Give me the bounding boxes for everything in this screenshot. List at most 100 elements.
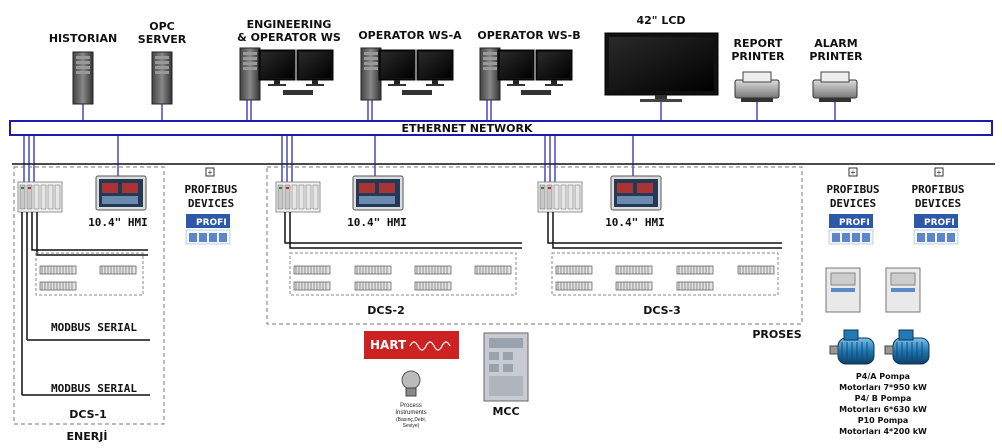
motor-icon: [829, 329, 875, 365]
dcs-2-label: DCS-2: [367, 304, 405, 317]
dcs-1-controller-icon: [17, 181, 63, 213]
lcd-label: 42" LCD: [636, 14, 685, 27]
dcs-3-hmi-icon: [610, 175, 662, 211]
io-module-icon: [293, 265, 331, 275]
proses-boundary: [266, 166, 803, 325]
hart-instruments: HART Process Instruments (Basınç,Debi, S…: [364, 331, 459, 429]
device-network-links: [82, 100, 836, 121]
report-printer-icon: [734, 71, 780, 103]
svg-text:+: +: [937, 168, 942, 177]
profibus-label-line2: DEVICES: [830, 197, 876, 210]
report-printer-label-line1: REPORT: [734, 37, 783, 50]
profibus-label-line2: DEVICES: [915, 197, 961, 210]
alarm-printer-label-line1: ALARM: [814, 37, 857, 50]
eng-ws-label-line1: ENGINEERING: [247, 18, 332, 31]
report-printer: REPORT PRINTER: [731, 37, 785, 103]
keyboard-icon: [402, 90, 432, 95]
eng-ws-tower-icon: [239, 47, 261, 101]
mcc-panel: MCC: [483, 332, 529, 418]
opc-server: OPC SERVER: [138, 20, 187, 105]
proses-zone-label: PROSES: [752, 328, 801, 341]
enerji-zone-label: ENERJİ: [67, 429, 108, 443]
operator-ws-b: OPERATOR WS-B: [477, 29, 581, 101]
ethernet-bus: [9, 120, 993, 136]
profibus-devices-right-2: + PROFIBUS DEVICES PROFI: [912, 167, 965, 245]
opc-label-line2: SERVER: [138, 33, 187, 46]
hart-caption-line1: Process: [400, 403, 422, 409]
pump-line-1: P4/A Pompa: [856, 372, 910, 381]
pump-line-3: P4/ B Pompa: [855, 394, 912, 403]
profibus-label-line1: PROFIBUS: [185, 183, 238, 196]
op-ws-a-monitor-icon: [378, 49, 416, 87]
pump-line-2: Motorları 7*950 kW: [839, 383, 927, 392]
hart-caption-line3: (Basınç,Debi,: [396, 417, 426, 423]
io-module-icon: [615, 265, 653, 275]
dcs-2-zone: 10.4" HMI DCS-2: [275, 175, 522, 317]
modbus-serial-label: MODBUS SERIAL: [51, 321, 137, 334]
svg-text:+: +: [208, 168, 213, 177]
report-printer-label-line2: PRINTER: [731, 50, 785, 63]
modbus-serial-label: MODBUS SERIAL: [51, 382, 137, 395]
op-ws-a-tower-icon: [360, 47, 382, 101]
dcs-1-zone: 10.4" HMI MODBUS SERIAL MODBUS SERIAL DC…: [13, 166, 165, 425]
profibus-devices-left: + PROFIBUS DEVICES PROFI: [185, 167, 238, 245]
hart-caption-line4: Seviye): [403, 423, 420, 429]
pump-motors: P4/A Pompa Motorları 7*950 kW P4/ B Pomp…: [825, 267, 930, 436]
vfd-drive-icon: [885, 267, 921, 313]
proses-zone: PROSES: [266, 166, 803, 341]
alarm-printer-icon: [812, 71, 858, 103]
keyboard-icon: [283, 90, 313, 95]
profi-logo-text: PROFI: [924, 218, 955, 228]
eng-ws-monitor-icon: [296, 49, 334, 87]
alarm-printer: ALARM PRINTER: [809, 37, 863, 103]
lcd-display: 42" LCD: [604, 14, 719, 102]
io-module-icon: [676, 281, 714, 291]
motor-icon: [884, 329, 930, 365]
op-ws-b-monitor-icon: [535, 49, 573, 87]
io-module-icon: [615, 281, 653, 291]
eng-ws-label-line2: & OPERATOR WS: [237, 31, 341, 44]
io-module-icon: [414, 265, 452, 275]
io-module-icon: [676, 265, 714, 275]
hart-caption-line2: Instruments: [395, 410, 426, 416]
historian-tower-icon: [72, 51, 94, 105]
dcs-1-label: DCS-1: [69, 408, 107, 421]
dcs-network-links: [23, 135, 634, 182]
dcs-2-hmi-icon: [352, 175, 404, 211]
historian-server: HISTORIAN: [49, 32, 117, 105]
hart-logo-text: HART: [370, 338, 407, 352]
eng-ws-monitor-icon: [258, 49, 296, 87]
io-module-icon: [354, 265, 392, 275]
io-module-icon: [293, 281, 331, 291]
op-ws-b-monitor-icon: [497, 49, 535, 87]
io-module-icon: [555, 281, 593, 291]
dcs-3-hmi-label: 10.4" HMI: [605, 216, 665, 229]
io-module-icon: [474, 265, 512, 275]
ethernet-label: ETHERNET NETWORK: [402, 122, 533, 135]
op-ws-b-tower-icon: [479, 47, 501, 101]
vfd-drive-icon: [825, 267, 861, 313]
operator-ws-a: OPERATOR WS-A: [358, 29, 462, 101]
io-module-icon: [354, 281, 392, 291]
svg-text:+: +: [851, 168, 856, 177]
dcs-3-label: DCS-3: [643, 304, 681, 317]
profibus-devices-right-1: + PROFIBUS DEVICES PROFI: [827, 167, 879, 245]
pump-line-6: Motorları 4*200 kW: [839, 427, 927, 436]
ethernet-network: ETHERNET NETWORK: [9, 120, 993, 136]
engineering-workstation: ENGINEERING & OPERATOR WS: [237, 18, 341, 101]
dcs-2-controller-icon: [275, 181, 321, 213]
dcs-3-controller-icon: [537, 181, 583, 213]
pump-line-4: Motorları 6*630 kW: [839, 405, 927, 414]
opc-label-line1: OPC: [149, 20, 175, 33]
opc-server-tower-icon: [151, 51, 173, 105]
pump-line-5: P10 Pompa: [858, 416, 909, 425]
op-ws-a-label: OPERATOR WS-A: [358, 29, 462, 42]
io-module-icon: [555, 265, 593, 275]
io-module-icon: [737, 265, 775, 275]
dcs-1-hmi-icon: [95, 175, 147, 211]
io-module-icon: [99, 265, 137, 275]
profibus-label-line1: PROFIBUS: [912, 183, 965, 196]
profi-logo-text: PROFI: [839, 218, 870, 228]
